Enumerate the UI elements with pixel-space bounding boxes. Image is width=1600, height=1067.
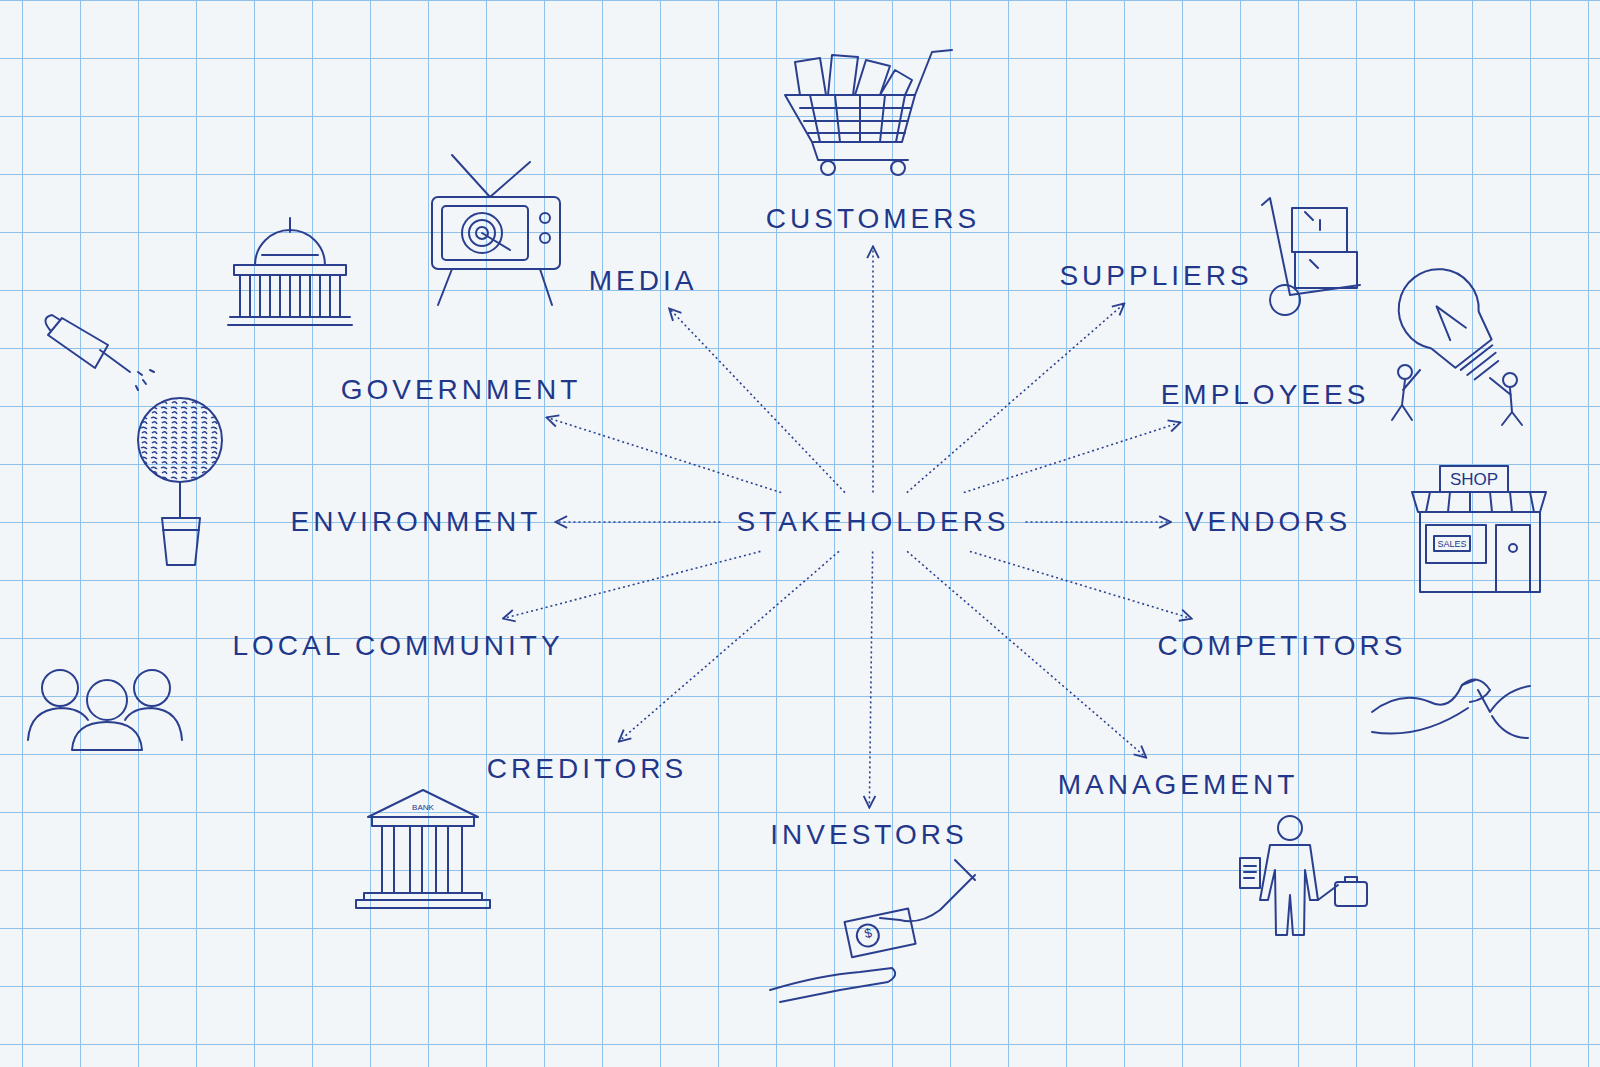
node-label: VENDORS — [1185, 507, 1351, 538]
lightbulb-icon — [1383, 253, 1522, 425]
node-label: ENVIRONMENT — [291, 507, 542, 538]
bank-icon — [356, 790, 490, 908]
stakeholder-node: CREDITORS — [481, 750, 693, 789]
dotted-arrow — [872, 246, 874, 492]
node-label: MEDIA — [589, 266, 698, 297]
shop-icon — [1412, 466, 1546, 592]
dotted-arrow — [907, 551, 1146, 757]
icon-label: SHOP — [1450, 471, 1498, 488]
stakeholder-node: LOCAL COMMUNITY — [226, 627, 569, 666]
dotted-arrow — [964, 422, 1181, 492]
node-label: COMPETITORS — [1158, 631, 1407, 662]
node-label: MANAGEMENT — [1058, 770, 1299, 801]
node-label: CUSTOMERS — [766, 204, 980, 235]
node-label: EMPLOYEES — [1161, 380, 1370, 411]
icon-label: BANK — [412, 804, 434, 812]
dotted-arrow — [970, 551, 1192, 618]
arm-wrestling-icon — [1372, 680, 1530, 738]
stakeholder-node: EMPLOYEES — [1155, 376, 1376, 415]
dotted-arrow — [907, 303, 1125, 492]
stakeholder-node: CUSTOMERS — [760, 200, 986, 239]
node-label: SUPPLIERS — [1059, 261, 1252, 292]
dotted-arrow — [619, 551, 839, 741]
stakeholder-node: INVESTORS — [764, 816, 973, 855]
stakeholder-node: VENDORS — [1179, 503, 1357, 542]
node-label: LOCAL COMMUNITY — [232, 631, 563, 662]
dotted-arrow — [547, 417, 782, 492]
node-label: GOVERNMENT — [341, 375, 582, 406]
stakeholder-node: MANAGEMENT — [1052, 766, 1305, 805]
dotted-arrow — [503, 551, 760, 618]
node-label: STAKEHOLDERS — [736, 507, 1009, 538]
money-hands-icon — [770, 860, 975, 1002]
tv-icon — [432, 155, 560, 305]
stakeholder-node: ENVIRONMENT — [285, 503, 548, 542]
dotted-arrow — [555, 521, 720, 523]
stakeholder-node: MEDIA — [583, 262, 704, 301]
manager-icon — [1240, 816, 1367, 935]
icon-label: SALES — [1437, 540, 1466, 549]
hand-truck-icon — [1262, 198, 1360, 315]
stakeholder-node: GOVERNMENT — [335, 371, 588, 410]
dotted-arrow — [1026, 521, 1171, 523]
government-building-icon — [228, 218, 352, 325]
cart-icon — [785, 50, 952, 175]
stakeholder-node: STAKEHOLDERS — [730, 503, 1015, 542]
node-label: INVESTORS — [770, 820, 967, 851]
dotted-arrow — [869, 551, 872, 807]
stakeholder-node: COMPETITORS — [1152, 627, 1413, 666]
stakeholder-node: SUPPLIERS — [1053, 257, 1258, 296]
environment-icon — [45, 315, 222, 565]
node-label: CREDITORS — [487, 754, 687, 785]
community-icon — [28, 670, 182, 750]
